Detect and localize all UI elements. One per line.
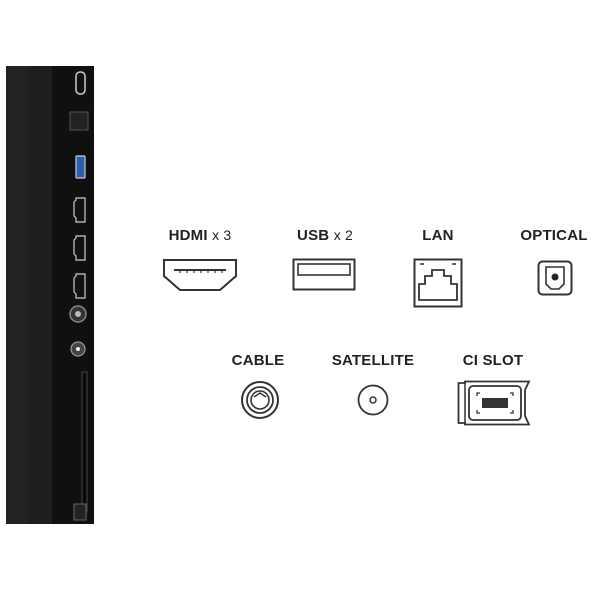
label-ci-slot-text: CI SLOT: [462, 352, 524, 369]
hdmi-icon: [163, 259, 237, 291]
label-hdmi-count: x 3: [212, 227, 232, 243]
label-hdmi-text: HDMI: [168, 227, 208, 244]
tv-port-optical-icon: [69, 111, 89, 131]
label-usb: USB x 2: [265, 227, 385, 244]
tv-port-bottom-icon: [73, 503, 87, 521]
label-optical: OPTICAL: [494, 227, 600, 244]
label-cable-text: CABLE: [231, 352, 285, 369]
tv-port-satellite-icon: [70, 341, 86, 357]
lan-icon: [413, 258, 463, 308]
label-lan: LAN: [378, 227, 498, 244]
label-satellite: SATELLITE: [313, 352, 433, 369]
tv-port-hdmi-3-icon: [73, 273, 86, 299]
label-usb-text: USB: [297, 227, 330, 244]
cable-icon: [241, 381, 279, 419]
label-ci-slot: CI SLOT: [433, 352, 553, 369]
tv-port-usb-icon: [75, 155, 86, 179]
label-satellite-text: SATELLITE: [331, 352, 415, 369]
tv-port-top-icon: [75, 71, 86, 95]
tv-port-cable-icon: [69, 305, 87, 323]
label-optical-text: OPTICAL: [520, 227, 588, 244]
ci-slot-icon: [457, 380, 531, 426]
tv-ridge: [28, 66, 53, 524]
usb-icon: [292, 258, 356, 291]
tv-port-hdmi-2-icon: [73, 235, 86, 261]
label-lan-text: LAN: [422, 227, 454, 244]
satellite-icon: [357, 384, 389, 416]
tv-port-panel: [52, 66, 94, 524]
tv-bezel: [6, 66, 29, 524]
tv-side-panel: [6, 66, 94, 524]
label-usb-count: x 2: [333, 227, 353, 243]
label-hdmi: HDMI x 3: [140, 227, 260, 244]
optical-icon: [537, 260, 573, 296]
tv-port-hdmi-1-icon: [73, 197, 86, 223]
label-cable: CABLE: [198, 352, 318, 369]
tv-port-ci-slot-icon: [81, 371, 88, 513]
